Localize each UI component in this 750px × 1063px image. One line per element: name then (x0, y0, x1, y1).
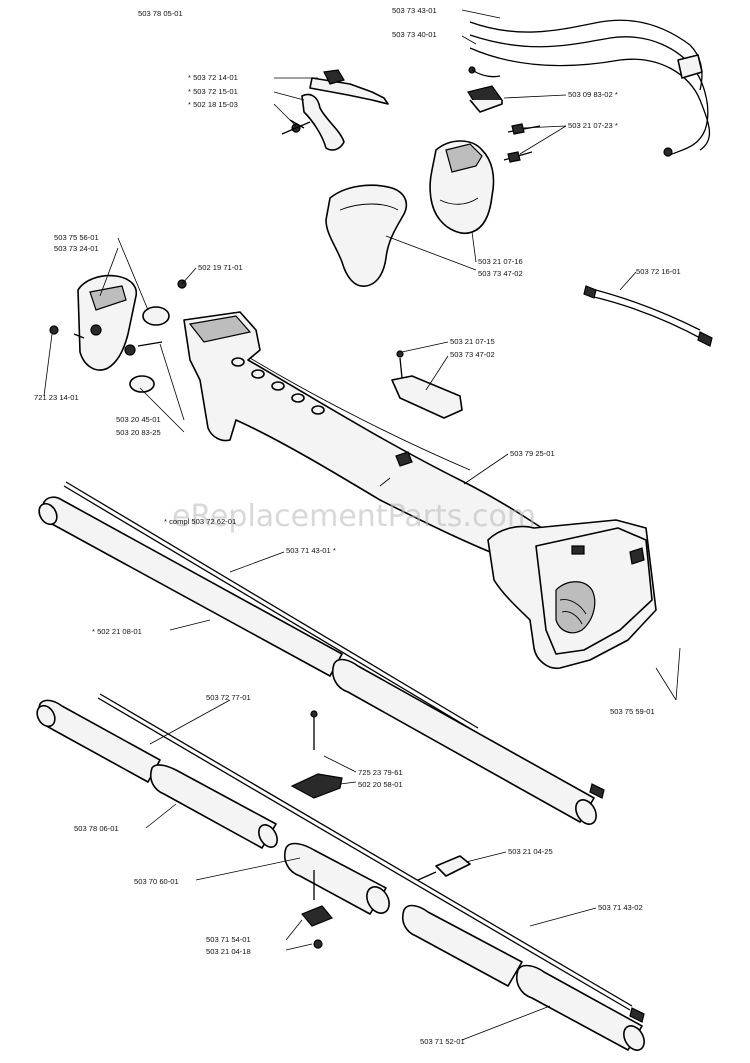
rubber-plugs (49, 279, 187, 393)
label-503780501: 503 78 05-01 (138, 9, 183, 18)
gearbox-housing (487, 519, 657, 670)
part-labels: 503 78 05-01 503 73 43-01 503 73 40-01 *… (34, 6, 681, 1046)
label-503734301: 503 73 43-01 (392, 6, 437, 15)
throttle-cable (583, 285, 713, 347)
wiring-harness (468, 19, 711, 157)
label-503210418: 503 21 04-18 (206, 947, 251, 956)
label-503210716: 503 21 07-16 (478, 257, 523, 266)
switch-block (467, 85, 503, 113)
terminal-icon (663, 147, 673, 157)
label-721231401: 721 23 14-01 (34, 393, 79, 402)
label-503792501: 503 79 25-01 (510, 449, 555, 458)
label-503755901: 503 75 59-01 (610, 707, 655, 716)
label-503734702-mid: 503 73 47-02 (450, 350, 495, 359)
label-503780601: 503 78 06-01 (74, 824, 119, 833)
label-503734702-top: 503 73 47-02 (478, 269, 523, 278)
label-503715401: 503 71 54-01 (206, 935, 251, 944)
lower-drive-shaft (36, 693, 633, 1011)
label-503721501: * 503 72 15-01 (188, 87, 238, 96)
lower-tube-end (401, 904, 645, 1051)
label-503715201: 503 71 52-01 (420, 1037, 465, 1046)
label-502210801: * 502 21 08-01 (92, 627, 142, 636)
upper-drive-shaft (38, 481, 605, 825)
main-shaft-housing (183, 311, 567, 561)
label-503706001: 503 70 60-01 (134, 877, 179, 886)
label-502181503: * 502 18 15-03 (188, 100, 238, 109)
switch-connector (677, 54, 703, 79)
clamp-parts (290, 710, 471, 949)
label-503210425: 503 21 04-25 (508, 847, 553, 856)
label-503721601: 503 72 16-01 (636, 267, 681, 276)
label-503210715: 503 21 07-15 (450, 337, 495, 346)
label-503714301: 503 71 43-01 * (286, 546, 336, 555)
throttle-trigger-group (281, 69, 389, 151)
handle-housing (429, 123, 541, 235)
label-503732401: 503 73 24-01 (54, 244, 99, 253)
label-503210723: 503 21 07-23 * (568, 121, 618, 130)
label-503204501: 503 20 45-01 (116, 415, 161, 424)
label-725237961: 725 23 79-61 (358, 768, 403, 777)
label-503755601: 503 75 56-01 (54, 233, 99, 242)
soft-grip (325, 184, 408, 287)
label-502197101: 502 19 71-01 (198, 263, 243, 272)
label-compl-503726201: * compl 503 72 62-01 (164, 517, 236, 526)
left-side-cover (73, 274, 138, 371)
label-503208325: 503 20 83-25 (116, 428, 161, 437)
lock-off-lever (391, 350, 463, 419)
leader-lines (43, 9, 681, 1041)
label-503727701: 503 72 77-01 (206, 693, 251, 702)
coupling-tube (284, 842, 390, 915)
label-502205801: 502 20 58-01 (358, 780, 403, 789)
watermark: eReplacementParts.com (172, 499, 536, 534)
label-503734001: 503 73 40-01 (392, 30, 437, 39)
label-503098302: 503 09 83-02 * (568, 90, 618, 99)
label-503714302: 503 71 43-02 (598, 903, 643, 912)
label-503721401: * 503 72 14-01 (188, 73, 238, 82)
